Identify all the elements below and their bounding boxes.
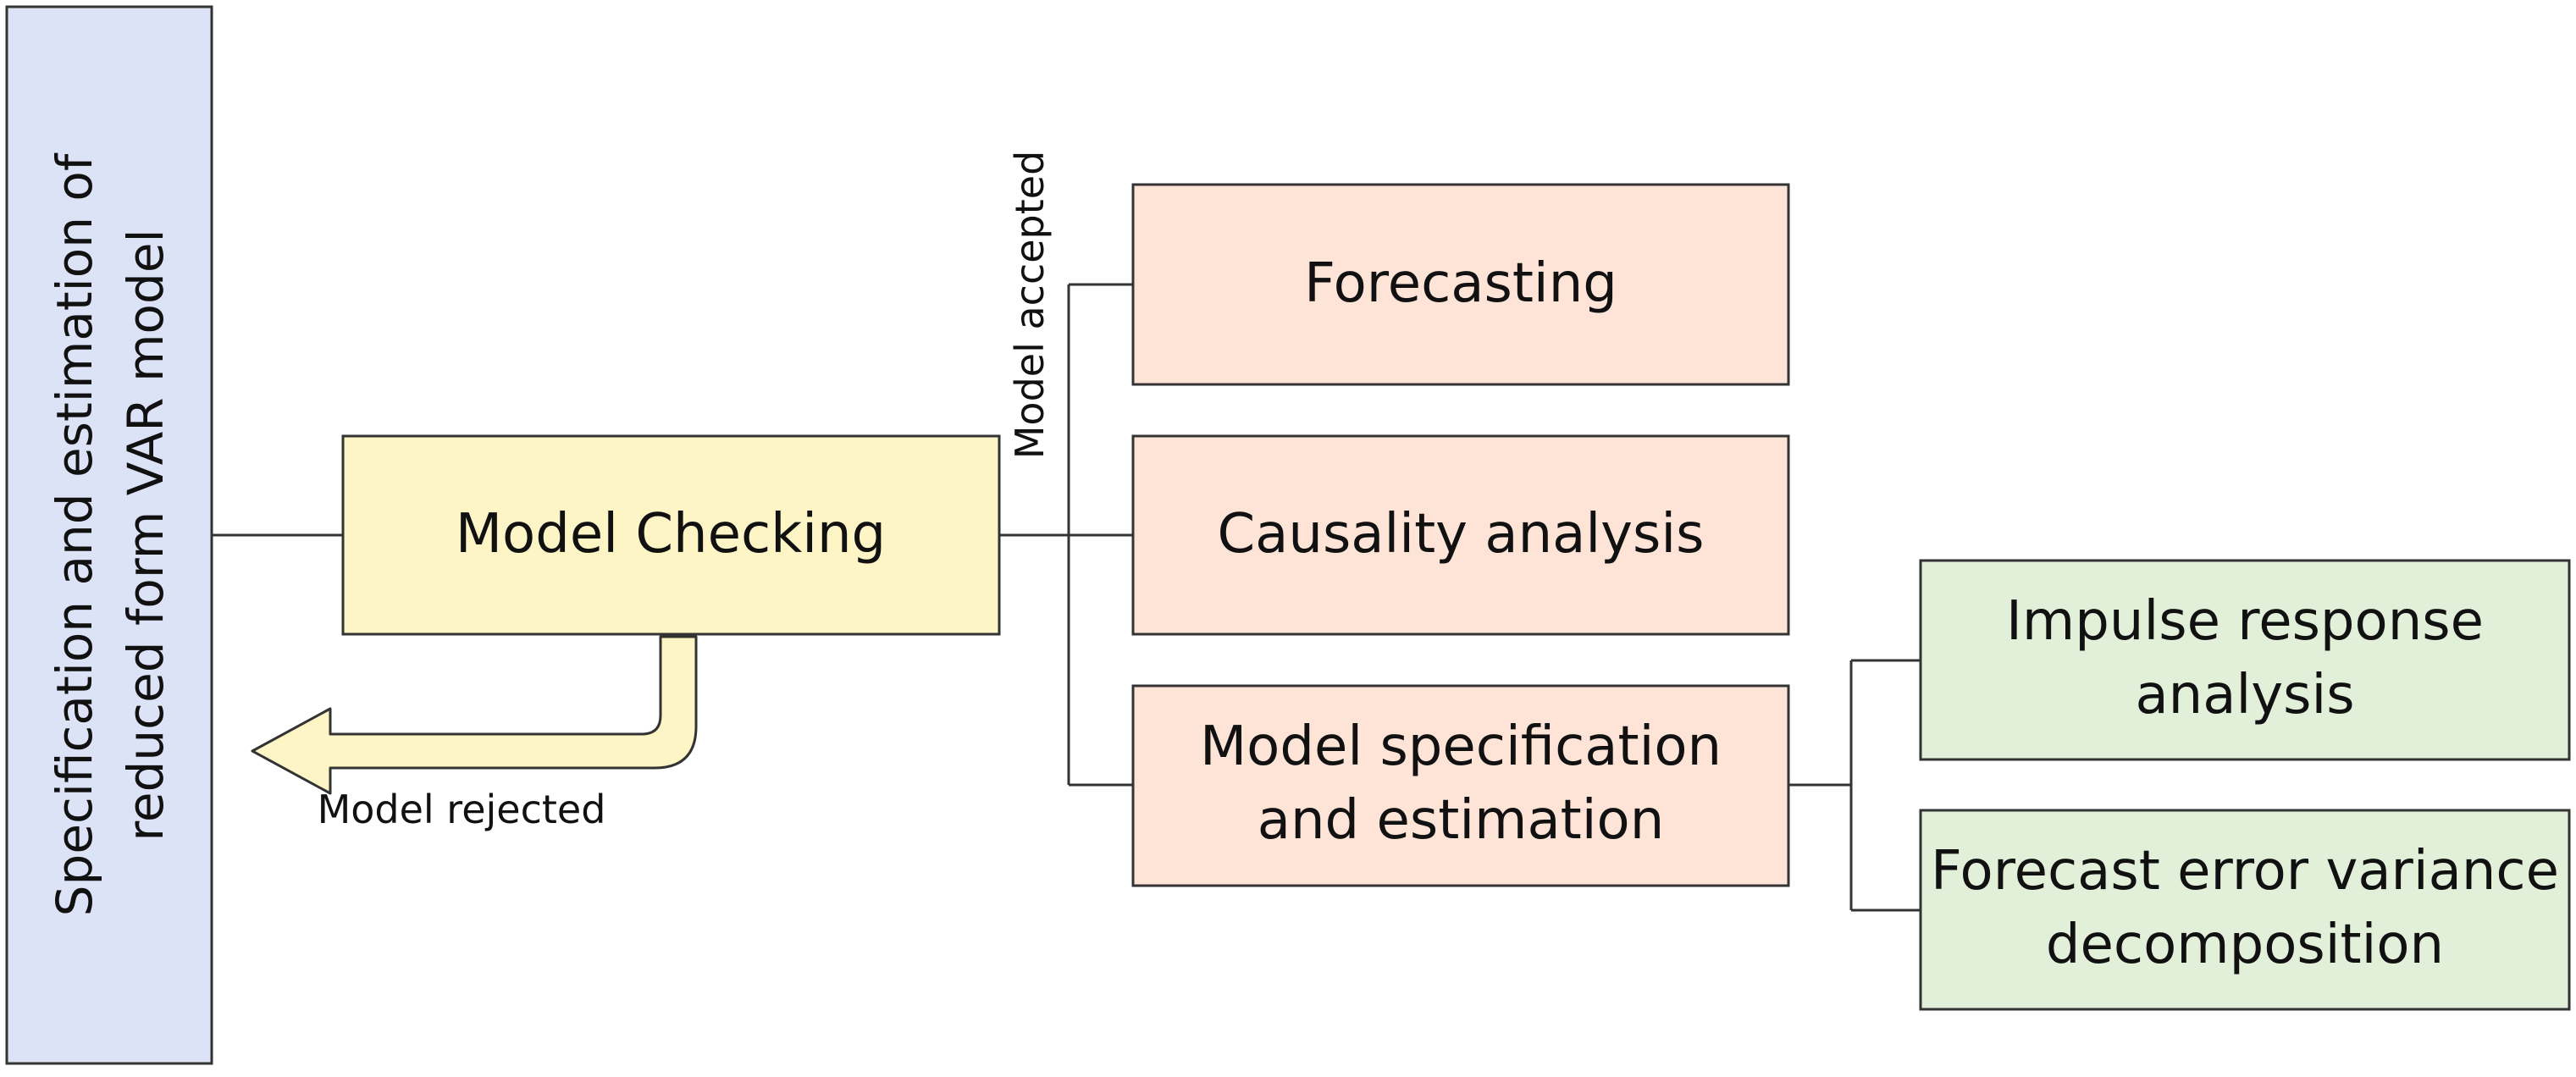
forecasting-node: Forecasting xyxy=(1131,183,1790,386)
causality-box xyxy=(1131,434,1790,636)
structural-box xyxy=(1131,684,1790,887)
impulse-box xyxy=(1919,559,2571,761)
structural-label-line2: and estimation xyxy=(1258,789,1665,852)
causality-node: Causality analysis xyxy=(1131,434,1790,636)
impulse-label-line2: analysis xyxy=(2135,664,2354,726)
forecasting-label: Forecasting xyxy=(1304,252,1617,315)
rejected-label: Model rejected xyxy=(318,787,606,832)
impulse-node: Impulse response analysis xyxy=(1919,559,2571,761)
start-label-line1: Specification and estimation of xyxy=(46,152,103,916)
check-node: Model Checking xyxy=(341,434,1001,636)
fevd-box xyxy=(1919,809,2571,1011)
accepted-label: Model accepted xyxy=(1007,151,1053,460)
start-label-line2: reduced form VAR model xyxy=(117,229,174,841)
causality-label: Causality analysis xyxy=(1217,503,1704,566)
start-box xyxy=(5,5,213,1065)
structural-node: Model specification and estimation xyxy=(1131,684,1790,887)
forecasting-box xyxy=(1131,183,1790,386)
fevd-label-line2: decomposition xyxy=(2046,914,2444,976)
fevd-label-line1: Forecast error variance xyxy=(1931,840,2559,903)
check-box xyxy=(341,434,1001,636)
rejected-arrow: Model rejected xyxy=(251,635,698,832)
fevd-node: Forecast error variance decomposition xyxy=(1919,809,2571,1011)
connector-lines xyxy=(212,283,1921,912)
impulse-label-line1: Impulse response xyxy=(2006,590,2484,653)
check-label: Model Checking xyxy=(456,503,886,566)
start-node: Specification and estimation of reduced … xyxy=(5,5,213,1065)
rejected-arrow-shape xyxy=(251,635,698,795)
structural-label-line1: Model specification xyxy=(1200,715,1722,778)
